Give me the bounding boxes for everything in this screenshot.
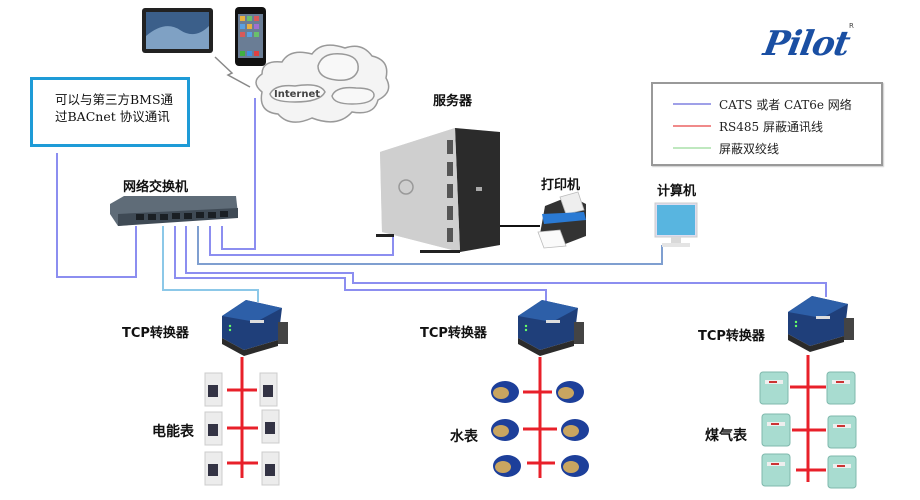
line-internet-switch	[221, 98, 256, 250]
electric-meters	[204, 372, 280, 486]
legend-label: CATS 或者 CAT6e 网络	[719, 97, 852, 112]
gas-meter-icon	[761, 453, 791, 487]
gas-meter-icon	[827, 455, 857, 489]
electric-meter-label: 电能表	[152, 424, 194, 440]
water-meter-icon	[491, 419, 519, 441]
registered-mark: R	[849, 22, 854, 30]
server-icon	[376, 128, 500, 253]
printer-icon	[537, 191, 586, 249]
legend-label: 屏蔽双绞线	[719, 141, 780, 156]
gas-meter-label: 煤气表	[705, 428, 747, 444]
rs485-bus-1	[227, 357, 258, 478]
legend: CATS 或者 CAT6e 网络 RS485 屏蔽通讯线 屏蔽双绞线	[651, 82, 883, 166]
network-switch-icon	[110, 196, 238, 226]
printer-label: 打印机	[541, 178, 581, 193]
tcp-converter-icon-3	[788, 296, 854, 352]
electric-meter-icon	[259, 372, 278, 407]
line-switch-computer	[197, 226, 663, 265]
bms-note-text: 可以与第三方BMS通过BACnet 协议通讯	[55, 92, 174, 124]
server-label: 服务器	[433, 94, 473, 109]
converter-label-2: TCP转换器	[420, 326, 487, 341]
legend-label: RS485 屏蔽通讯线	[719, 119, 823, 134]
water-meter-icon	[491, 381, 519, 403]
converter-label-3: TCP转换器	[698, 329, 765, 344]
water-meter-icon	[561, 455, 589, 477]
switch-label: 网络交换机	[123, 180, 189, 195]
water-meters	[491, 381, 589, 477]
electric-meter-icon	[261, 451, 280, 486]
tcp-converter-icon-2	[518, 300, 584, 356]
legend-swatch-rs485	[673, 125, 711, 127]
bms-note-box: 可以与第三方BMS通过BACnet 协议通讯	[30, 77, 190, 147]
tcp-converter-icon-1	[222, 300, 288, 356]
internet-label: Internet	[274, 89, 321, 100]
legend-item-twisted-pair: 屏蔽双绞线	[673, 139, 779, 157]
water-meter-icon	[561, 419, 589, 441]
line-switch-converter3	[185, 226, 827, 297]
rs485-bus-3	[790, 355, 826, 482]
electric-meter-icon	[204, 451, 223, 486]
line-bms-switch	[56, 153, 137, 278]
line-switch-server	[209, 226, 394, 256]
water-meter-label: 水表	[450, 429, 478, 445]
line-switch-converter2	[174, 226, 547, 302]
phone-icon	[235, 7, 266, 66]
legend-item-rs485: RS485 屏蔽通讯线	[673, 117, 823, 135]
water-meter-icon	[493, 455, 521, 477]
gas-meter-icon	[761, 413, 791, 447]
electric-meter-icon	[204, 411, 223, 446]
water-meter-icon	[556, 381, 584, 403]
converter-label-1: TCP转换器	[122, 326, 189, 341]
electric-meter-icon	[204, 372, 223, 407]
pilot-logo: Pilot	[760, 24, 853, 64]
electric-meter-icon	[261, 409, 280, 444]
rs485-bus-2	[523, 357, 557, 478]
gas-meters	[759, 371, 857, 489]
gas-meter-icon	[826, 371, 856, 405]
legend-item-network: CATS 或者 CAT6e 网络	[673, 95, 852, 113]
computer-label: 计算机	[657, 184, 697, 199]
computer-monitor-icon	[654, 202, 698, 247]
gas-meter-icon	[759, 371, 789, 405]
tablet-icon	[142, 8, 213, 53]
legend-swatch-twisted-pair	[673, 147, 711, 149]
legend-swatch-network	[673, 103, 711, 105]
gas-meter-icon	[827, 415, 857, 449]
line-switch-converter1	[162, 226, 259, 302]
wireless-zigzag-icon	[214, 56, 251, 88]
internet-cloud-icon	[255, 44, 390, 123]
